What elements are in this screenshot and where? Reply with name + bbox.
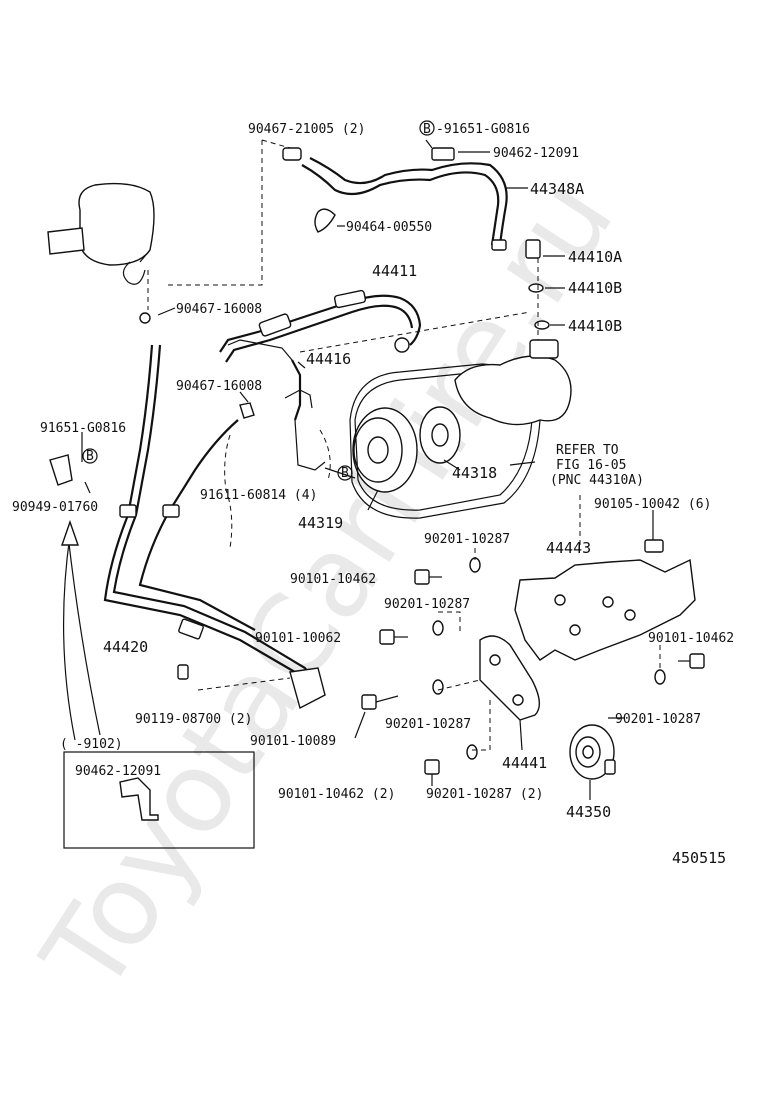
- label-44416: 44416: [306, 350, 351, 368]
- refer-line-2: FIG 16-05: [556, 458, 626, 473]
- label-91651-g0816-left: 91651-G0816: [40, 421, 126, 436]
- bolts-and-washers: [49, 312, 705, 786]
- inset-box: [63, 751, 255, 849]
- bracket-44441: [479, 635, 540, 721]
- bolt-symbol-b-3: B: [337, 465, 353, 481]
- refer-line-3: (PNC 44310A): [550, 473, 644, 488]
- return-hose-44348A: [282, 147, 508, 251]
- label-90464-00550: 90464-00550: [346, 220, 432, 235]
- label-90201-10287-a: 90201-10287: [424, 532, 510, 547]
- inset-pointer-arrow: [61, 519, 101, 741]
- label-44318: 44318: [452, 464, 497, 482]
- label-90105-10042: 90105-10042 (6): [594, 497, 711, 512]
- label-91651-g0816-top: -91651-G0816: [436, 122, 530, 137]
- label-90462-12091: 90462-12091: [493, 146, 579, 161]
- label-44411: 44411: [372, 262, 417, 280]
- label-90101-10462-b: 90101-10462: [648, 631, 734, 646]
- hose-clip: [431, 147, 455, 161]
- svg-text:B: B: [86, 449, 94, 464]
- label-90201-10287-b: 90201-10287: [384, 597, 470, 612]
- label-44441: 44441: [502, 754, 547, 772]
- label-90201-10287-c: 90201-10287: [615, 712, 701, 727]
- label-90467-16008-b: 90467-16008: [176, 379, 262, 394]
- bolt-symbol-b-1: B: [419, 120, 435, 137]
- bolt-symbol-b-2: B: [82, 448, 98, 464]
- label-90119-08700: 90119-08700 (2): [135, 712, 252, 727]
- svg-text:B: B: [423, 122, 431, 137]
- clamp-90464: [314, 208, 336, 233]
- label-90467-21005: 90467-21005 (2): [248, 122, 365, 137]
- label-90201-10287-d: 90201-10287: [385, 717, 471, 732]
- label-44410a: 44410A: [568, 248, 622, 266]
- label-44350: 44350: [566, 803, 611, 821]
- label-90101-10089: 90101-10089: [250, 734, 336, 749]
- leader-lines: [81, 139, 661, 800]
- pulley-44319: [352, 407, 418, 493]
- refer-line-1: REFER TO: [556, 443, 619, 458]
- pressure-tube-44411: [219, 289, 422, 363]
- pulley-flange-44318: [419, 406, 461, 464]
- label-90949-01760: 90949-01760: [12, 500, 98, 515]
- label-91611-60814: 91611-60814 (4): [200, 488, 317, 503]
- union-bolt-44410A: [525, 239, 541, 259]
- gasket-44410B-2: [534, 320, 550, 330]
- inset-range: ( -9102): [60, 737, 123, 752]
- label-44319: 44319: [298, 514, 343, 532]
- label-44410b-2: 44410B: [568, 317, 622, 335]
- hose-clamp: [282, 147, 302, 161]
- tube-44416: [239, 359, 326, 471]
- bracket-44443: [514, 539, 696, 661]
- label-90101-10462-a: 90101-10462: [290, 572, 376, 587]
- vane-pump: [454, 239, 572, 426]
- engine-outline: [224, 429, 331, 549]
- inset-part-label: 90462-12091: [75, 764, 161, 779]
- label-90201-10287-e: 90201-10287 (2): [426, 787, 543, 802]
- hose-clamp-2: [491, 239, 507, 251]
- reservoir-tank: [47, 182, 155, 285]
- clamp-90949: [49, 454, 73, 486]
- label-90101-10462-c: 90101-10462 (2): [278, 787, 395, 802]
- figure-code: 450515: [672, 849, 726, 867]
- gasket-44410B-1: [528, 283, 544, 293]
- svg-text:B: B: [341, 466, 349, 481]
- label-44443: 44443: [546, 539, 591, 557]
- label-44420: 44420: [103, 638, 148, 656]
- label-90467-16008-a: 90467-16008: [176, 302, 262, 317]
- label-90101-10062: 90101-10062: [255, 631, 341, 646]
- idler-pulley-44350: [569, 724, 616, 780]
- supply-hose-44420: [103, 344, 326, 710]
- label-44348a: 44348A: [530, 180, 584, 198]
- label-44410b-1: 44410B: [568, 279, 622, 297]
